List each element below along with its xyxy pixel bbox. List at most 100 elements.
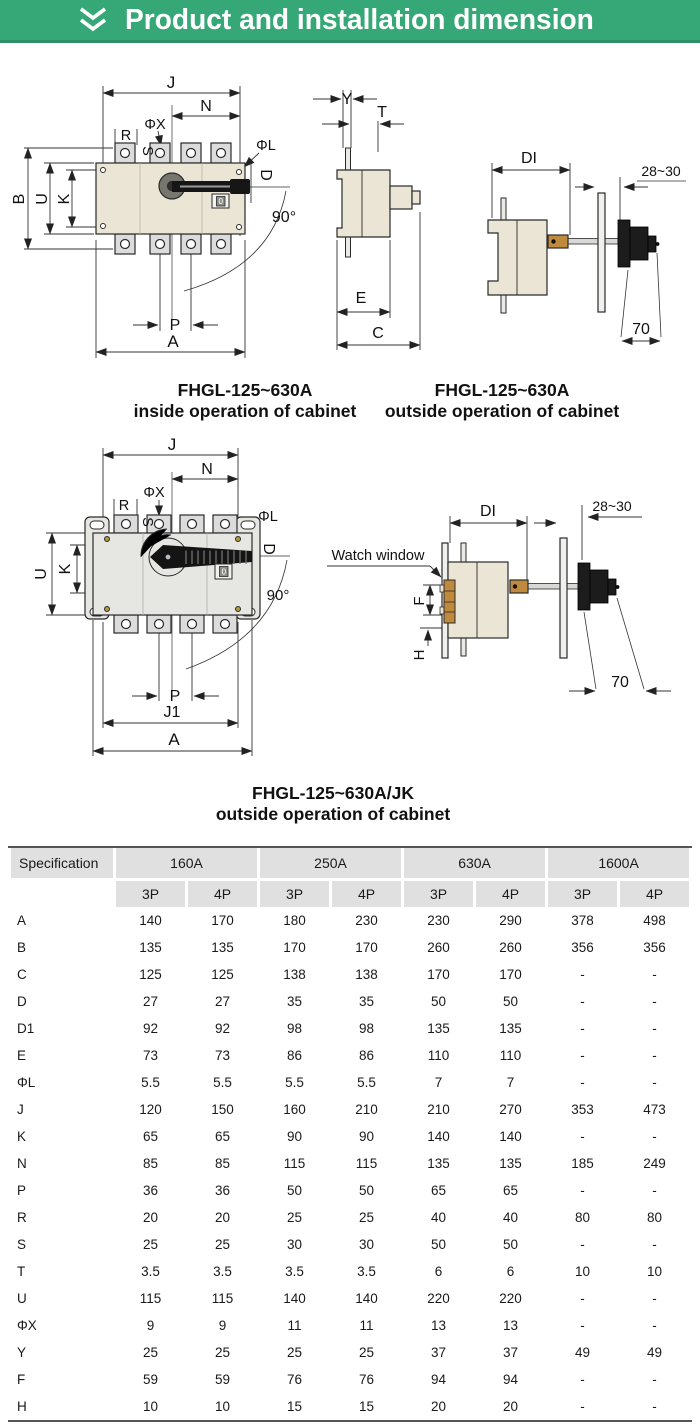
table-cell: - xyxy=(652,1183,657,1198)
table-cell: 356 xyxy=(643,940,666,955)
row-label: E xyxy=(17,1048,27,1063)
table-cell: 230 xyxy=(427,913,450,928)
sub-header: 3P xyxy=(404,881,474,907)
table-cell: 473 xyxy=(643,1102,666,1117)
table-cell: 50 xyxy=(287,1183,303,1198)
indicator-zero-label: 0 xyxy=(222,568,227,577)
table-cell: 9 xyxy=(218,1318,227,1333)
figure-jk-front-view: J N ΦX R S ΦL D U K 90° P J1 A 0 xyxy=(33,435,290,756)
table-cell: 36 xyxy=(214,1183,231,1198)
table-cell: 140 xyxy=(139,913,162,928)
cabinet-panel xyxy=(559,537,568,659)
table-cell: 13 xyxy=(431,1318,447,1333)
table-cell: - xyxy=(580,967,585,982)
table-cell: 37 xyxy=(503,1345,519,1360)
table-cell: 185 xyxy=(571,1156,594,1171)
table-cell: 135 xyxy=(427,1021,450,1036)
caption-model: FHGL-125~630A xyxy=(177,380,313,400)
dim-label-k: K xyxy=(56,193,73,204)
table-cell: 6 xyxy=(506,1264,515,1279)
table-cell: 59 xyxy=(214,1372,231,1387)
table-cell: 270 xyxy=(499,1102,522,1117)
row-label: H xyxy=(17,1399,27,1414)
caption-text: outside operation of cabinet xyxy=(215,804,451,824)
table-cell: 20 xyxy=(431,1399,447,1414)
shaft-coupling xyxy=(547,234,569,249)
drive-shaft xyxy=(527,583,579,590)
table-cell: - xyxy=(652,994,657,1009)
table-cell: 25 xyxy=(287,1345,303,1360)
table-cell: - xyxy=(580,1183,585,1198)
section-header: Product and installation dimension xyxy=(0,0,700,43)
switch-front-view-jk xyxy=(84,514,261,634)
table-cell: 80 xyxy=(575,1210,591,1225)
table-cell: 5.5 xyxy=(141,1075,160,1090)
table-cell: 135 xyxy=(499,1021,522,1036)
double-chevron-down-icon xyxy=(79,7,107,32)
table-cell: 120 xyxy=(139,1102,162,1117)
table-cell: 59 xyxy=(142,1372,159,1387)
table-cell: 135 xyxy=(139,940,162,955)
table-cell: - xyxy=(580,1291,585,1306)
table-cell: 36 xyxy=(142,1183,159,1198)
table-cell: 10 xyxy=(214,1399,231,1414)
row-label: D xyxy=(17,994,27,1009)
table-cell: 9 xyxy=(146,1318,155,1333)
caption-text: outside operation of cabinet xyxy=(384,401,620,421)
table-cell: 85 xyxy=(214,1156,231,1171)
table-cell: 220 xyxy=(427,1291,450,1306)
position-indicator xyxy=(211,193,230,209)
table-cell: 6 xyxy=(434,1264,443,1279)
table-cell: - xyxy=(580,994,585,1009)
table-cell: 25 xyxy=(359,1345,375,1360)
external-handle xyxy=(617,219,660,268)
table-cell: 73 xyxy=(214,1048,231,1063)
table-cell: 86 xyxy=(287,1048,303,1063)
table-cell: 140 xyxy=(427,1129,450,1144)
table-cell: - xyxy=(580,1372,585,1387)
group-header: 630A xyxy=(404,848,546,881)
table-cell: 50 xyxy=(503,1237,519,1252)
dim-label-angle: 90° xyxy=(272,209,296,226)
table-cell: 170 xyxy=(355,940,378,955)
table-cell: 5.5 xyxy=(357,1075,376,1090)
dim-label-panel-gap: 28~30 xyxy=(592,498,632,514)
table-cell: 140 xyxy=(355,1291,378,1306)
table-cell: 140 xyxy=(283,1291,306,1306)
table-cell: 50 xyxy=(359,1183,375,1198)
sub-header: 4P xyxy=(620,881,690,907)
table-cell: 138 xyxy=(283,967,306,982)
dim-label-j: J xyxy=(167,73,176,92)
switch-side-view xyxy=(336,147,421,258)
figure-jk-side-view: Watch window DI 28~30 F H 70 xyxy=(327,498,671,695)
dim-label-u: U xyxy=(34,193,51,205)
row-label: D1 xyxy=(17,1021,35,1036)
watch-window-label: Watch window xyxy=(332,548,425,564)
table-cell: 40 xyxy=(503,1210,519,1225)
row-label: F xyxy=(17,1372,26,1387)
table-cell: 3.5 xyxy=(285,1264,304,1279)
table-cell: 353 xyxy=(571,1102,594,1117)
table-cell: 11 xyxy=(287,1318,302,1333)
row-label: ΦX xyxy=(17,1318,37,1333)
table-cell: 378 xyxy=(571,913,594,928)
table-cell: 49 xyxy=(575,1345,591,1360)
dim-label-n: N xyxy=(201,461,213,478)
row-label: U xyxy=(17,1291,27,1306)
table-cell: - xyxy=(652,1372,657,1387)
group-header: 1600A xyxy=(548,848,690,881)
caption-model: FHGL-125~630A xyxy=(434,380,570,400)
row-label: Y xyxy=(17,1345,27,1360)
dim-label-h: H xyxy=(411,650,428,661)
table-cell: - xyxy=(652,1129,657,1144)
table-cell: 170 xyxy=(211,913,234,928)
